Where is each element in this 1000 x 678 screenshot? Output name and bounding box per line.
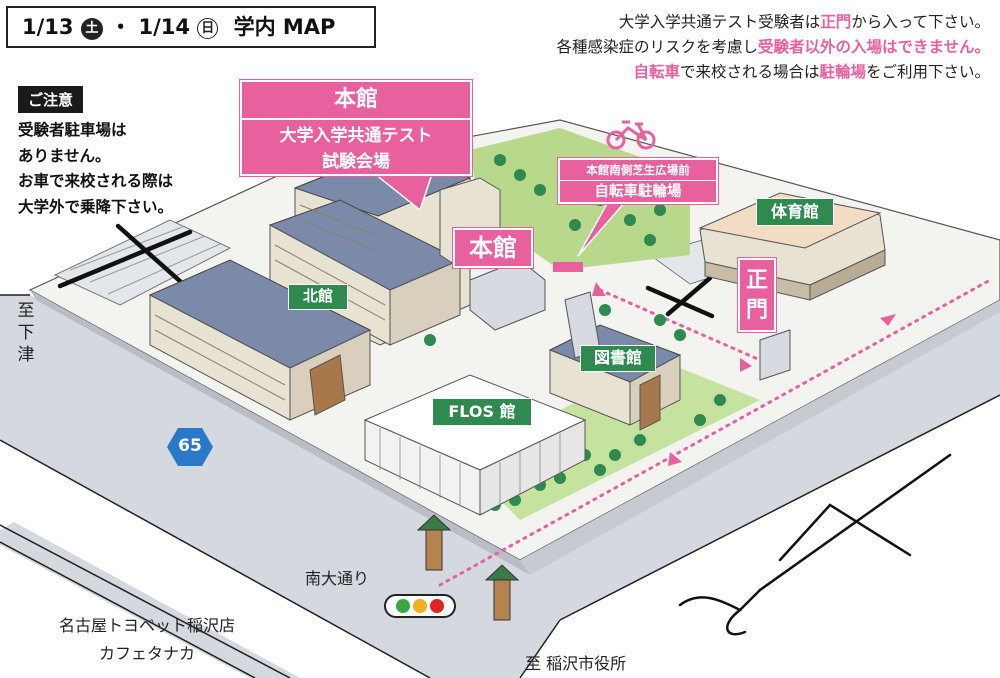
direction-shimotsu: 至 下 津 (16, 300, 36, 366)
caution-line-4: 大学外で乗降下さい。 (18, 197, 174, 216)
bike-parking-spot (553, 262, 583, 272)
notice-l3c: 駐輪場 (819, 63, 866, 81)
notice-l2a: 各種感染症のリスクを考慮し (556, 38, 758, 56)
notice-text: 大学入学共通テスト受験者は正門から入って下さい。 各種感染症のリスクを考慮し受験… (556, 10, 990, 85)
notice-l3a: 自転車 (633, 63, 680, 81)
caution-line-1: 受験者駐車場は (18, 121, 127, 139)
landmarks: 名古屋トヨペット稲沢店 カフェタナカ (22, 612, 272, 668)
date-2: 1/14 (138, 15, 190, 39)
label-main-gate: 正 門 (737, 257, 777, 333)
road-minami-odori: 南大通り (305, 569, 370, 588)
main-gate (759, 329, 791, 381)
signpost-left (416, 514, 452, 571)
callout-honkan: 本館 大学入学共通テスト 試験会場 (239, 79, 473, 177)
gate-char-1: 正 (745, 268, 768, 293)
date-1: 1/13 (22, 15, 74, 39)
callout-bike-parking: 本館南側芝生広場前 自転車駐輪場 (557, 157, 719, 205)
day-badge-1: 土 (80, 18, 103, 40)
walk-path (438, 278, 992, 587)
label-kitakan: 北館 (288, 284, 348, 310)
route-65-hexagon (167, 428, 213, 466)
notice-l3b: で来校される場合は (679, 63, 820, 81)
notice-l2b: 受験者以外の入場はできません。 (757, 38, 990, 56)
day-badge-2: 日 (197, 18, 219, 39)
callout-honkan-sub1: 大学入学共通テスト (279, 126, 433, 146)
closed-mark-west (57, 229, 193, 289)
notice-line-1: 大学入学共通テスト受験者は正門から入って下さい。 (556, 10, 990, 35)
notice-l1a: 大学入学共通テスト受験者は (618, 13, 821, 31)
notice-l1b: 正門 (820, 13, 852, 31)
gate-char-2: 門 (745, 298, 768, 323)
side-road (0, 522, 300, 678)
map-title: 1/13 土 ・ 1/14 日 学内 MAP (6, 6, 376, 48)
label-flos: FLOS 館 (432, 398, 532, 426)
direction-shimotsu-c1: 至 (17, 301, 35, 321)
landmark-1: 名古屋トヨペット稲沢店 (58, 616, 235, 635)
label-gym: 体育館 (756, 198, 834, 226)
north-arrow-icon (678, 453, 952, 636)
route-number: 65 (178, 436, 202, 456)
direction-shimotsu-c3: 津 (17, 345, 35, 365)
callout-honkan-sub2: 試験会場 (322, 152, 390, 172)
notice-l3d: をご利用下さい。 (865, 63, 990, 81)
caution-text: 受験者駐車場は ありません。 お車で来校される際は 大学外で乗降下さい。 (18, 118, 173, 220)
notice-line-3: 自転車で来校される場合は駐輪場をご利用下さい。 (556, 60, 990, 85)
traffic-light-icon (384, 594, 456, 618)
direction-shimotsu-c2: 下 (17, 323, 35, 343)
caution-heading: ご注意 (18, 86, 84, 113)
date-separator: ・ (110, 15, 132, 39)
label-library: 図書館 (580, 345, 656, 372)
notice-line-2: 各種感染症のリスクを考慮し受験者以外の入場はできません。 (556, 35, 990, 60)
label-honkan: 本館 (452, 227, 534, 269)
caution-line-2: ありません。 (18, 146, 111, 165)
map-name: 学内 MAP (233, 15, 336, 39)
bicycle-icon (606, 120, 656, 150)
notice-l1c: から入って下さい。 (851, 13, 990, 31)
direction-inazawa: 至 稲沢市役所 (525, 654, 627, 673)
callout-bike-sub: 本館南側芝生広場前 (560, 160, 716, 181)
callout-bike-title: 自転車駐輪場 (594, 184, 682, 200)
caution-line-3: お車で来校される際は (18, 172, 174, 190)
signpost-right (484, 564, 520, 621)
callout-honkan-title: 本館 (242, 82, 470, 120)
landmark-2: カフェタナカ (98, 644, 195, 663)
